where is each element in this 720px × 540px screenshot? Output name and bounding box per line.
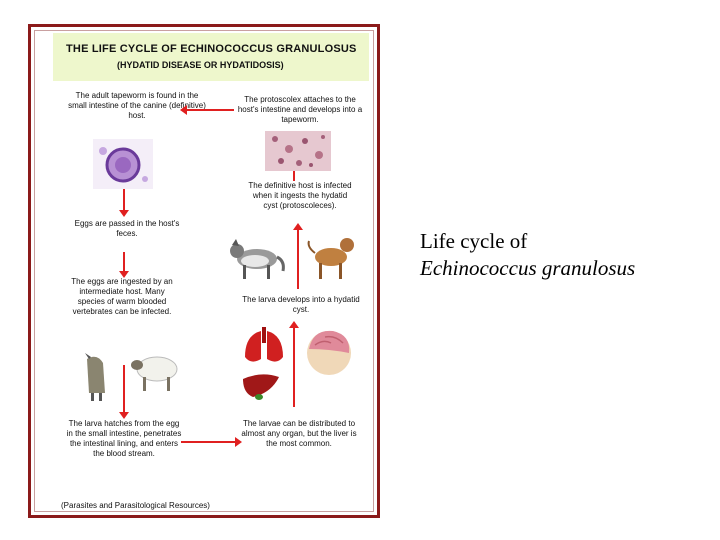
step-larva-hatches: The larva hatches from the egg in the sm… bbox=[66, 419, 182, 458]
step-adult-tapeworm: The adult tapeworm is found in the small… bbox=[68, 91, 206, 120]
dog-image bbox=[307, 238, 354, 279]
life-cycle-poster: THE LIFE CYCLE OF ECHINOCOCCUS GRANULOSU… bbox=[28, 24, 380, 518]
arrow-to-cyst bbox=[289, 321, 299, 407]
side-caption: Life cycle of Echinococcus granulosus bbox=[420, 228, 635, 282]
arrow-to-distributed bbox=[181, 437, 242, 447]
arrow-to-hatches bbox=[119, 365, 129, 419]
title-band bbox=[53, 33, 369, 81]
step-definitive-host: The definitive host is infected when it … bbox=[248, 181, 352, 210]
citation: (Parasites and Parasitological Resources… bbox=[61, 501, 210, 510]
step-larvae-distributed: The larvae can be distributed to almost … bbox=[241, 419, 357, 448]
caption-line-1: Life cycle of bbox=[420, 229, 528, 253]
goat-image bbox=[85, 353, 105, 401]
protoscolex-tissue-image bbox=[265, 131, 331, 171]
sheep-image bbox=[131, 356, 178, 391]
arrow-to-host bbox=[293, 223, 303, 289]
head-brain-image bbox=[307, 330, 351, 375]
step-protoscolex: The protoscolex attaches to the host's i… bbox=[237, 95, 363, 124]
lungs-image bbox=[245, 327, 283, 362]
poster-title: THE LIFE CYCLE OF ECHINOCOCCUS GRANULOSU… bbox=[66, 43, 357, 55]
poster-subtitle: (HYDATID DISEASE OR HYDATIDOSIS) bbox=[117, 60, 284, 70]
arrow-to-ingested bbox=[119, 252, 129, 278]
step-hydatid-cyst: The larva develops into a hydatid cyst. bbox=[242, 295, 360, 314]
caption-line-2: Echinococcus granulosus bbox=[420, 256, 636, 280]
step-eggs-passed: Eggs are passed in the host's feces. bbox=[74, 219, 180, 238]
liver-image bbox=[243, 374, 279, 400]
poster-inner-frame bbox=[34, 30, 374, 512]
arrow-to-adult bbox=[180, 105, 234, 115]
wolf-image bbox=[230, 239, 285, 279]
egg-micrograph-image bbox=[93, 139, 153, 189]
step-eggs-ingested: The eggs are ingested by an intermediate… bbox=[71, 277, 173, 316]
